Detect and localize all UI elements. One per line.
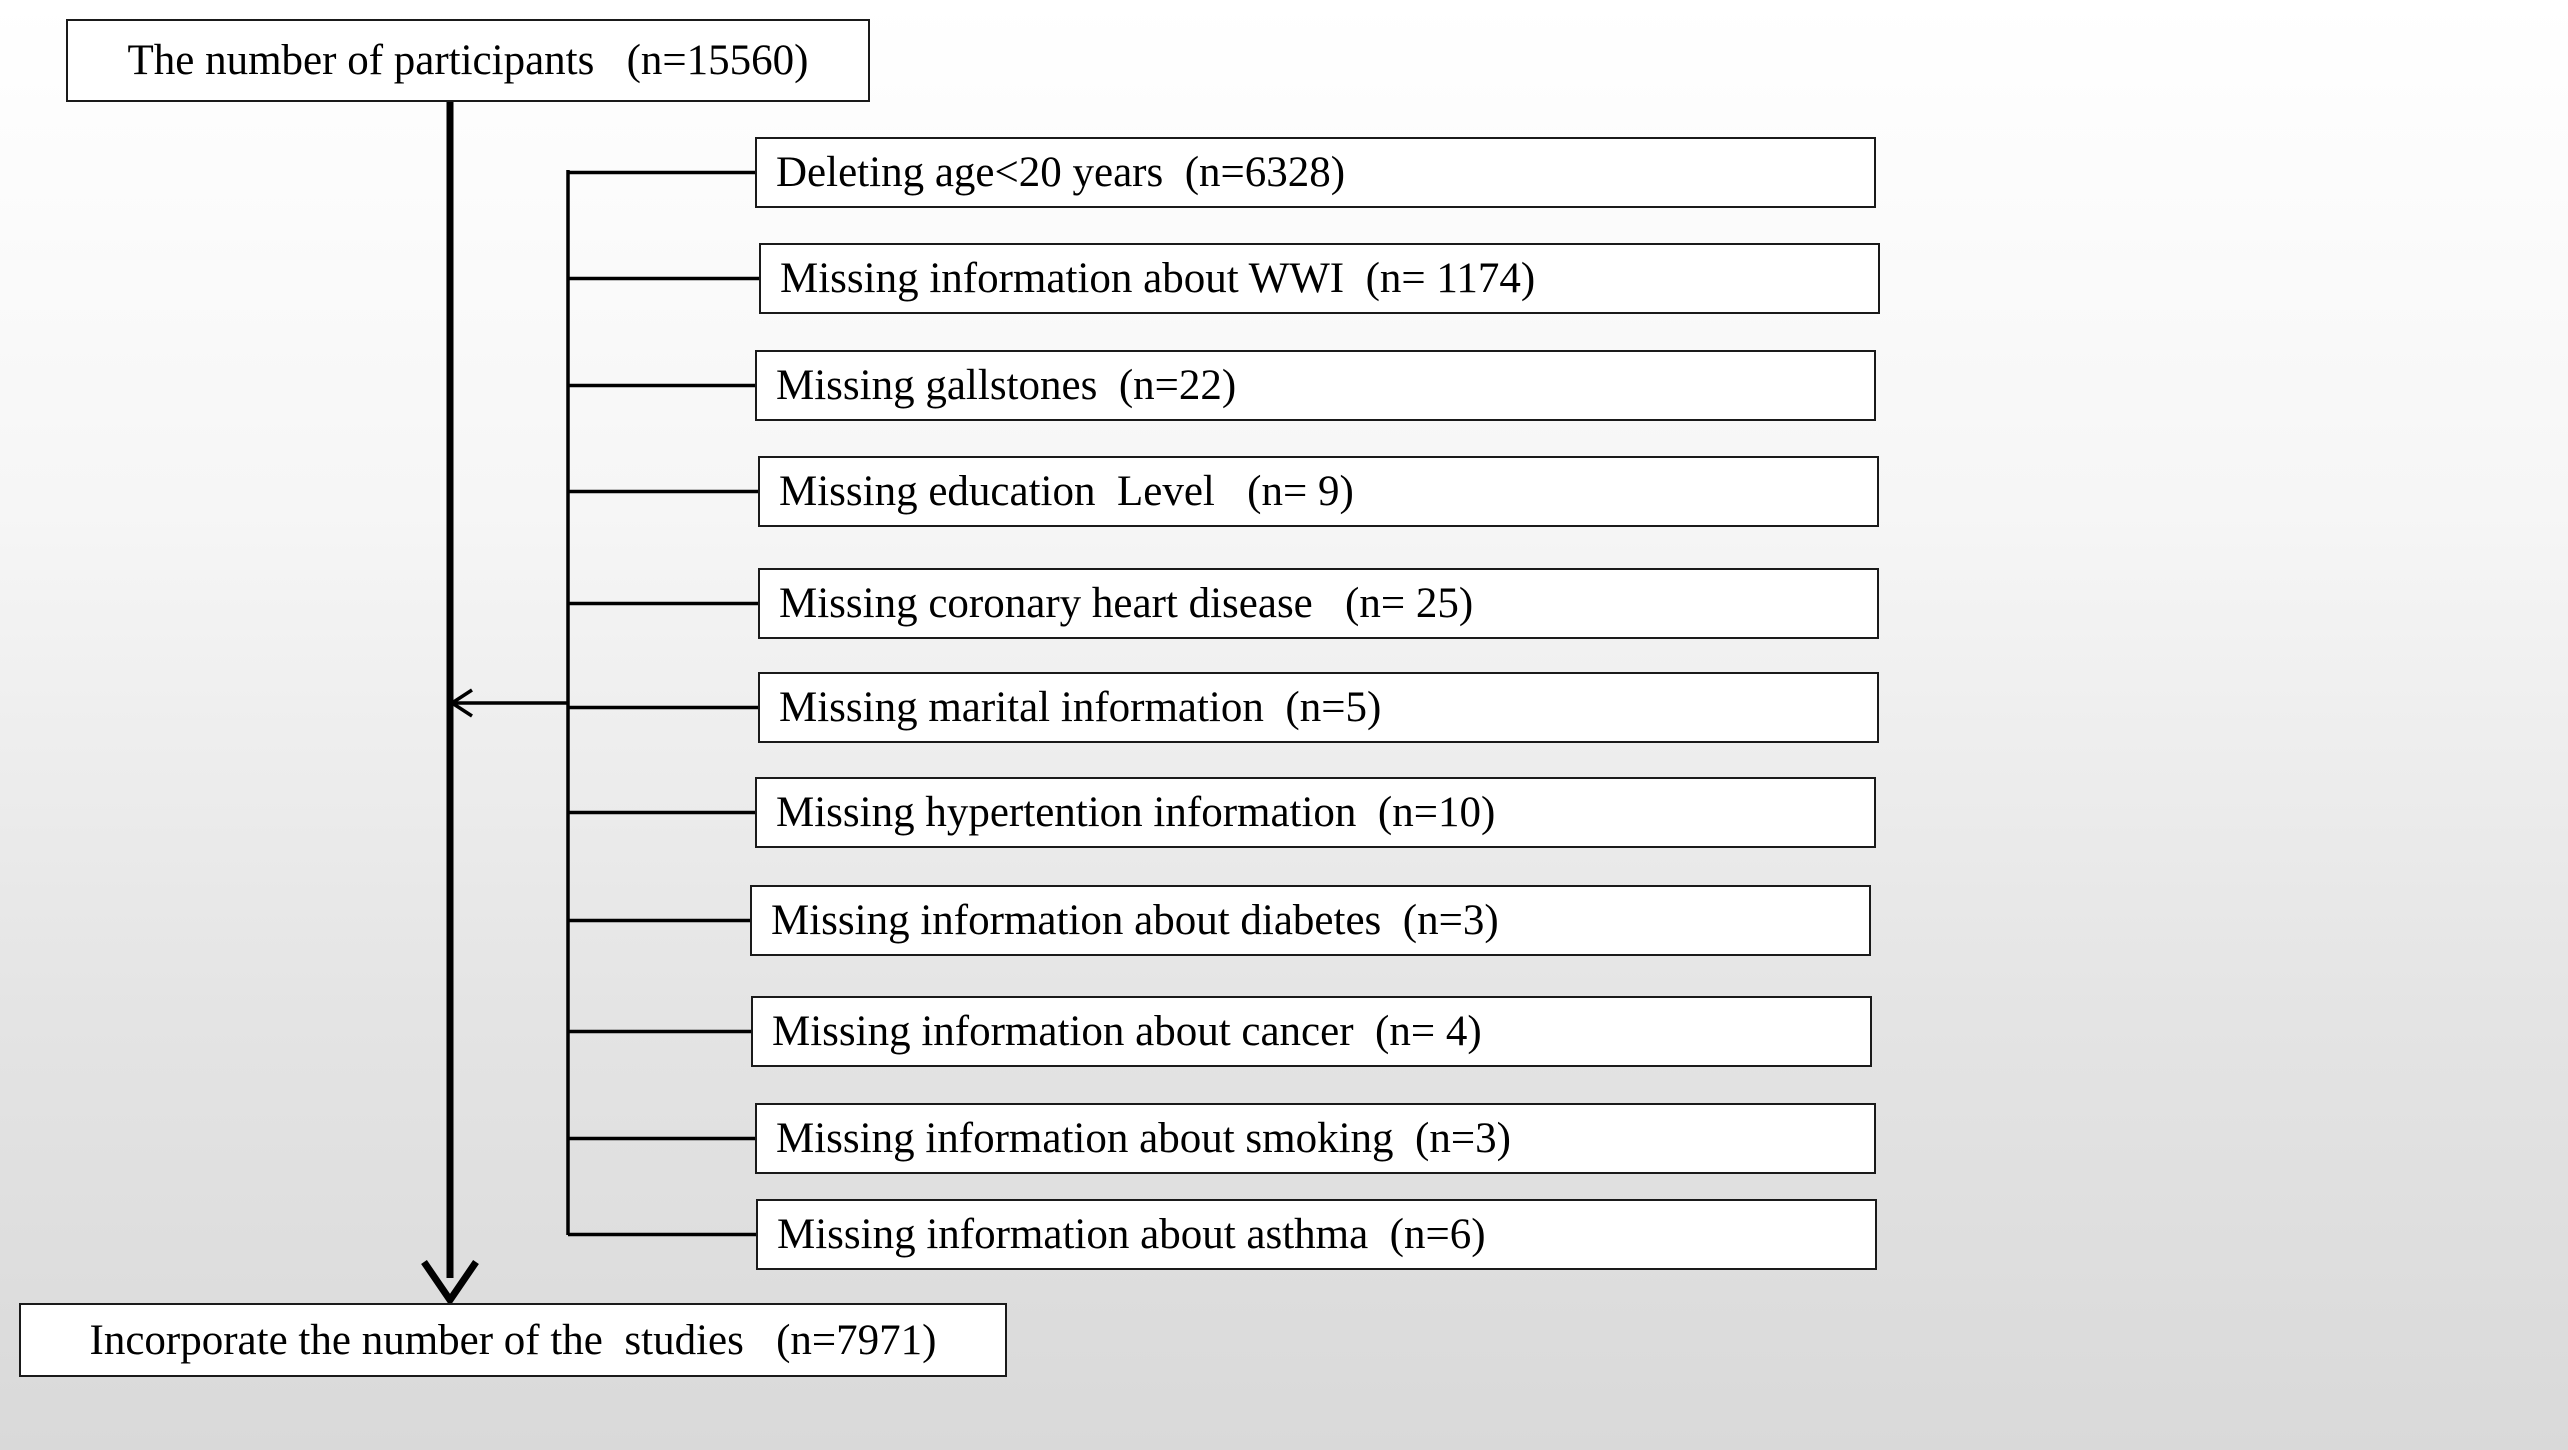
exclusion-box-smoking: Missing information about smoking (n=3)	[755, 1103, 1876, 1174]
exclusion-label: Missing coronary heart disease (n= 25)	[779, 580, 1474, 627]
start-label: The number of participants (n=15560)	[127, 37, 809, 84]
exclusion-label: Missing information about cancer (n= 4)	[772, 1008, 1482, 1055]
start-box: The number of participants (n=15560)	[66, 19, 870, 102]
exclusion-connectors	[568, 170, 759, 1237]
exclusion-box-coronary: Missing coronary heart disease (n= 25)	[758, 568, 1879, 639]
final-label: Incorporate the number of the studies (n…	[89, 1316, 937, 1364]
exclusion-label: Missing information about smoking (n=3)	[776, 1115, 1511, 1162]
exclusion-label: Missing marital information (n=5)	[779, 684, 1382, 731]
exclusion-box-hypertension: Missing hypertention information (n=10)	[755, 777, 1876, 848]
exclusion-label: Deleting age<20 years (n=6328)	[776, 149, 1346, 196]
exclusion-box-age: Deleting age<20 years (n=6328)	[755, 137, 1876, 208]
exclusion-label: Missing information about asthma (n=6)	[777, 1211, 1486, 1258]
exclusion-merge-arrowhead	[448, 688, 473, 718]
exclusion-box-wwi: Missing information about WWI (n= 1174)	[759, 243, 1880, 314]
exclusion-label: Missing information about diabetes (n=3)	[771, 897, 1499, 944]
exclusion-label: Missing education Level (n= 9)	[779, 468, 1354, 515]
exclusion-box-marital: Missing marital information (n=5)	[758, 672, 1879, 743]
exclusion-box-asthma: Missing information about asthma (n=6)	[756, 1199, 1877, 1270]
exclusion-box-diabetes: Missing information about diabetes (n=3)	[750, 885, 1871, 956]
main-arrowhead	[421, 1260, 479, 1307]
exclusion-label: Missing gallstones (n=22)	[776, 362, 1237, 409]
final-box: Incorporate the number of the studies (n…	[19, 1303, 1007, 1377]
exclusion-label: Missing information about WWI (n= 1174)	[780, 255, 1536, 302]
exclusion-box-cancer: Missing information about cancer (n= 4)	[751, 996, 1872, 1067]
exclusion-label: Missing hypertention information (n=10)	[776, 789, 1496, 836]
exclusion-box-gallstones: Missing gallstones (n=22)	[755, 350, 1876, 421]
exclusion-box-education: Missing education Level (n= 9)	[758, 456, 1879, 527]
